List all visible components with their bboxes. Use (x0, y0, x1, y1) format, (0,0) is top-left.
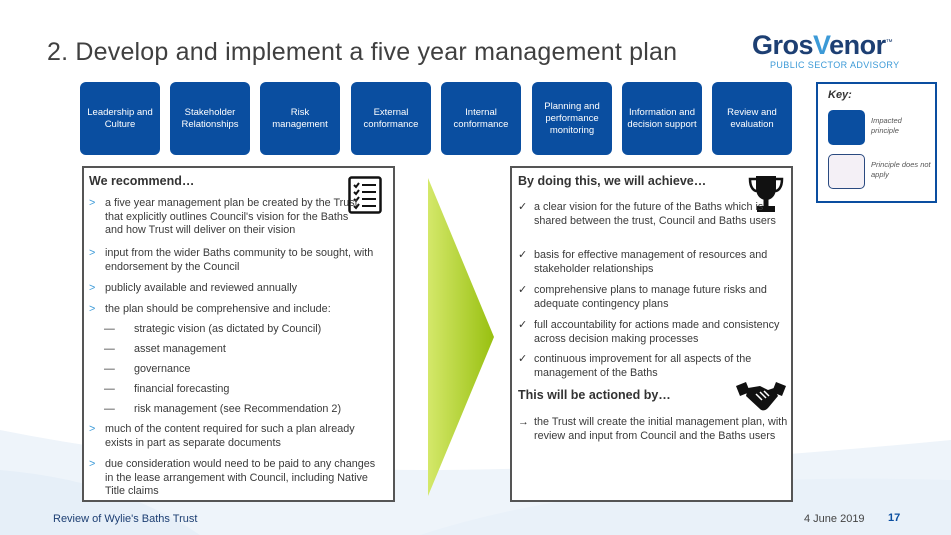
recommend-panel: We recommend… > a five year management p… (82, 166, 395, 502)
dash-icon: — (104, 343, 115, 355)
list-item: ✓ full accountability for actions made a… (518, 319, 780, 345)
list-item: > publicly available and reviewed annual… (89, 282, 298, 294)
chevron-right-icon: > (89, 303, 96, 315)
right-arrow-shape (428, 178, 494, 496)
grosvenor-logo: GrosVenor™ PUBLIC SECTOR ADVISORY (752, 30, 902, 72)
chevron-right-icon: > (89, 423, 96, 435)
actioned-heading: This will be actioned by… (518, 388, 671, 402)
chevron-right-icon: > (89, 197, 96, 209)
logo-subtitle: PUBLIC SECTOR ADVISORY (770, 60, 900, 70)
sub-list-item: — governance (104, 363, 191, 375)
achieve-heading: By doing this, we will achieve… (518, 174, 707, 188)
checklist-icon (348, 176, 382, 214)
principle-tile: Planning and performance monitoring (532, 82, 612, 155)
footer-report-title: Review of Wylie's Baths Trust (53, 513, 198, 525)
handshake-icon (736, 382, 786, 411)
dash-icon: — (104, 403, 115, 415)
principle-tile: Review and evaluation (712, 82, 792, 155)
list-item: → the Trust will create the initial mana… (518, 416, 788, 442)
list-item: ✓ basis for effective management of reso… (518, 249, 768, 275)
list-item: > input from the wider Baths community t… (89, 247, 374, 273)
list-item: ✓ continuous improvement for all aspects… (518, 353, 752, 379)
list-item: > a five year management plan be created… (89, 197, 358, 236)
legend-key: Key: Impacted principle Principle does n… (816, 82, 937, 203)
list-item: > the plan should be comprehensive and i… (89, 303, 331, 315)
principle-tile: Internal conformance (441, 82, 521, 155)
recommend-heading: We recommend… (89, 174, 195, 188)
not-apply-swatch (828, 154, 865, 189)
trophy-icon (748, 176, 784, 212)
key-title: Key: (828, 89, 852, 101)
checkmark-icon: ✓ (518, 284, 528, 296)
chevron-right-icon: > (89, 247, 96, 259)
principle-tile: Risk management (260, 82, 340, 155)
arrow-right-icon: → (518, 416, 529, 428)
checkmark-icon: ✓ (518, 353, 528, 365)
dash-icon: — (104, 363, 115, 375)
impacted-label: Impacted principle (871, 116, 902, 135)
principle-tile: Leadership and Culture (80, 82, 160, 155)
principle-tile: Information and decision support (622, 82, 702, 155)
sub-list-item: — financial forecasting (104, 383, 230, 395)
page-number: 17 (888, 512, 901, 524)
checkmark-icon: ✓ (518, 319, 528, 331)
impacted-swatch (828, 110, 865, 145)
chevron-right-icon: > (89, 282, 96, 294)
principle-tile: External conformance (351, 82, 431, 155)
not-apply-label: Principle does not apply (871, 160, 931, 179)
dash-icon: — (104, 323, 115, 335)
dash-icon: — (104, 383, 115, 395)
logo-wordmark: GrosVenor™ (752, 30, 893, 60)
list-item: ✓ a clear vision for the future of the B… (518, 201, 776, 227)
sub-list-item: — asset management (104, 343, 226, 355)
chevron-right-icon: > (89, 458, 96, 470)
achieve-panel: By doing this, we will achieve… ✓ a clea… (510, 166, 793, 502)
footer-date: 4 June 2019 (804, 513, 865, 525)
principle-tile: Stakeholder Relationships (170, 82, 250, 155)
checkmark-icon: ✓ (518, 249, 528, 261)
page-title: 2. Develop and implement a five year man… (47, 38, 678, 66)
sub-list-item: — risk management (see Recommendation 2) (104, 403, 342, 415)
list-item: > much of the content required for such … (89, 423, 355, 449)
list-item: > due consideration would need to be pai… (89, 458, 376, 497)
sub-list-item: — strategic vision (as dictated by Counc… (104, 323, 322, 335)
checkmark-icon: ✓ (518, 201, 528, 213)
list-item: ✓ comprehensive plans to manage future r… (518, 284, 767, 310)
